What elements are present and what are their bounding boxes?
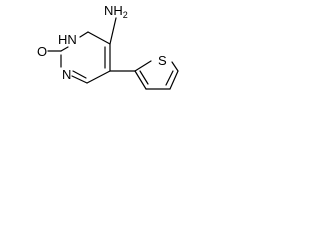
bond-th-c4-c5-inner: [165, 70, 174, 86]
chemical-structure: NH2 HN N O S: [37, 3, 179, 90]
ring-nh-n-label: N: [67, 32, 76, 47]
bond-c5-c6: [86, 70, 111, 84]
bond-n3-c4: [79, 31, 89, 38]
carbonyl-o-label: O: [37, 44, 47, 59]
amine-h-label: H: [113, 3, 122, 18]
amine-label: NH2: [104, 3, 128, 20]
bond-c6-n1-inner: [72, 70, 87, 79]
bond-c-nh2: [109, 17, 117, 45]
thiophene-s-label: S: [158, 53, 167, 68]
ring-nh-label: HN: [58, 32, 77, 47]
bond-c6-n1: [71, 75, 88, 84]
bond-c2-n3: [60, 46, 69, 52]
amine-h-count: 2: [123, 10, 128, 20]
bond-th-c5-s: [171, 61, 179, 72]
bond-th-c2-c3-inner: [139, 70, 149, 85]
ring-nh-h-label: H: [58, 32, 67, 47]
bond-th-c4-c5: [169, 70, 179, 90]
bond-th-c2-c3: [134, 70, 147, 90]
bond-c4-c4a: [87, 31, 111, 45]
ring-n-label: N: [62, 67, 71, 82]
amine-n-label: N: [104, 3, 113, 18]
bond-th-s-c2: [134, 60, 152, 72]
